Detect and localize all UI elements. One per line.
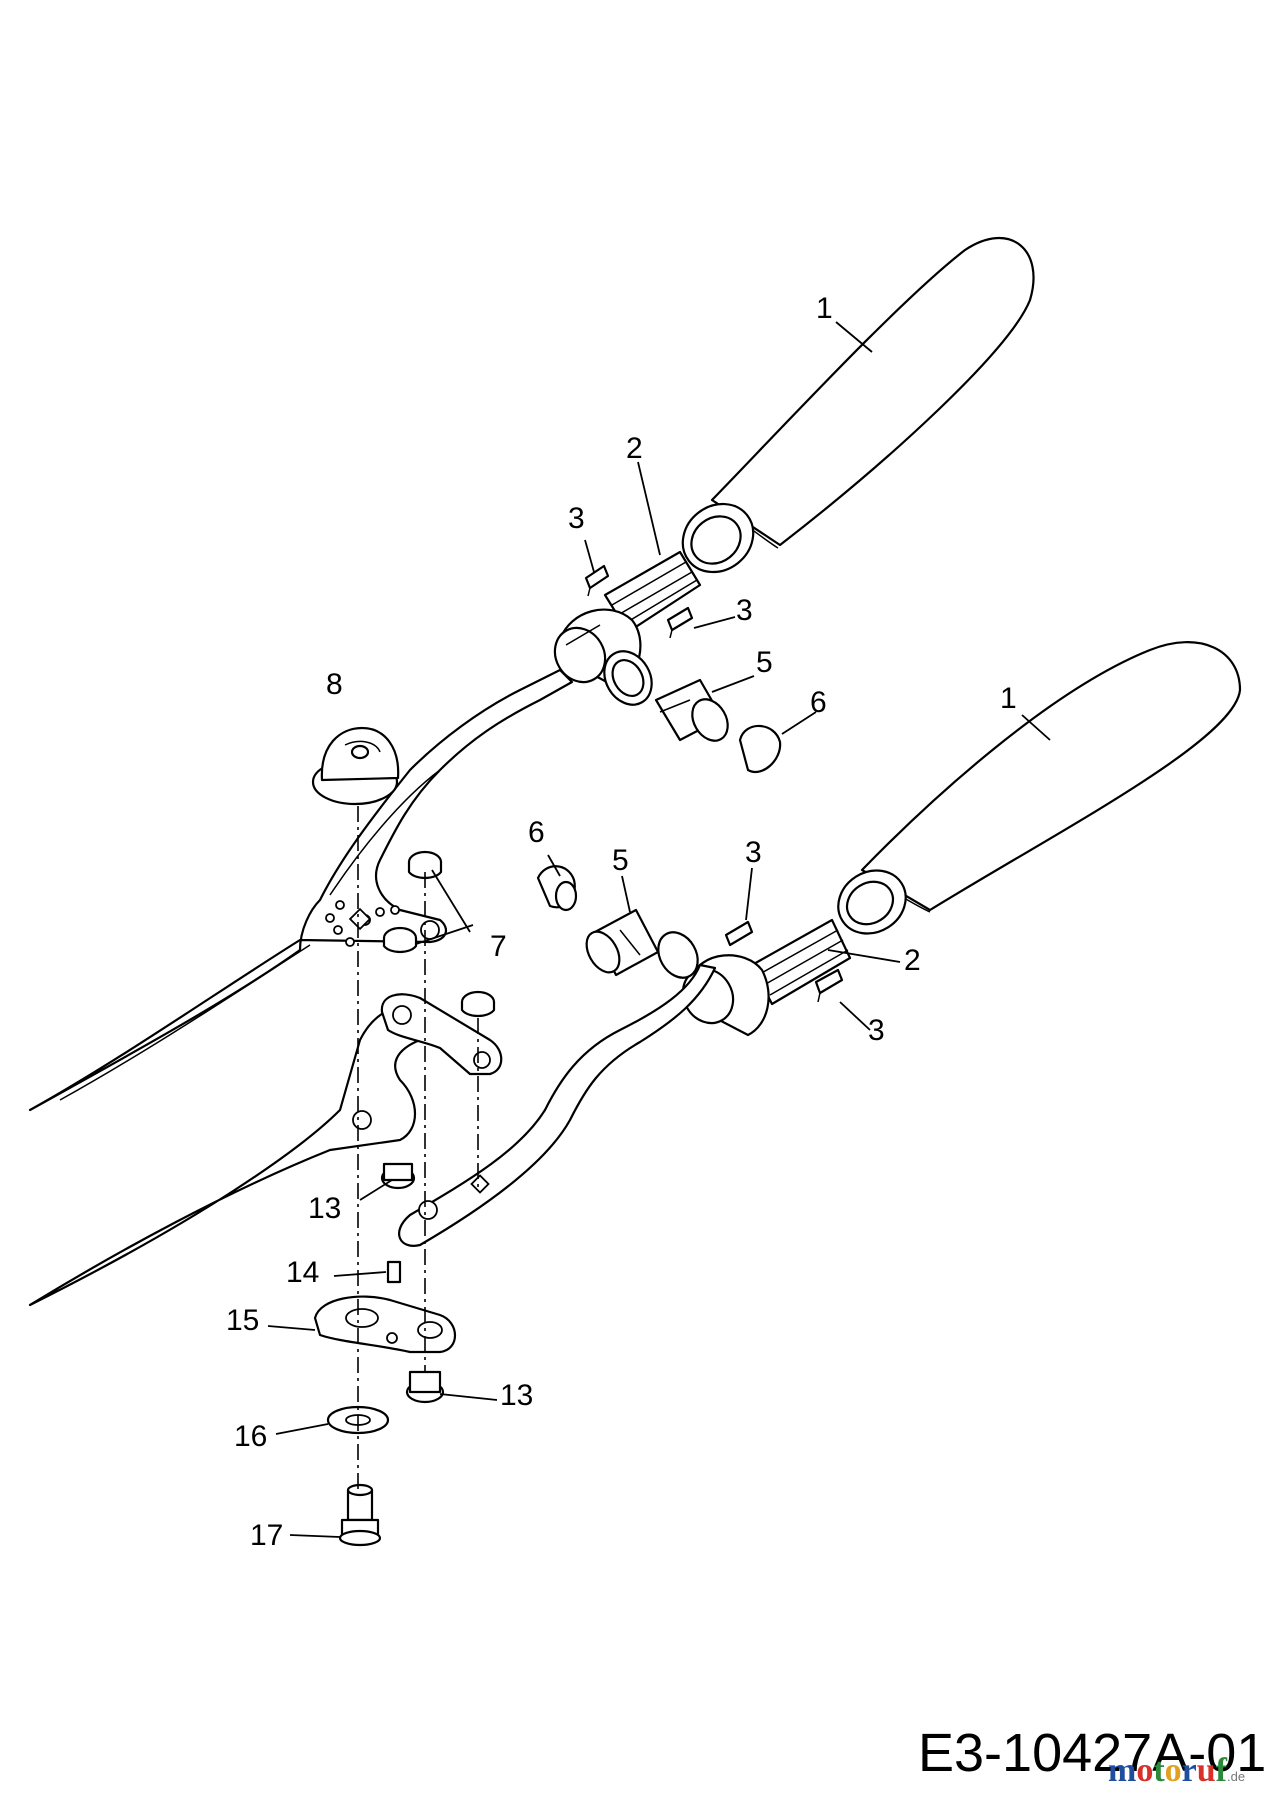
callout-5-lower: 5 bbox=[612, 844, 629, 877]
end-cap-upper bbox=[738, 724, 782, 773]
drawing-code: E3-10427A-01 bbox=[918, 1723, 1267, 1783]
screw-middle bbox=[382, 926, 418, 954]
callout-14: 14 bbox=[286, 1256, 319, 1289]
callout-6-upper: 6 bbox=[810, 686, 827, 719]
watermark-logo: motoruf.de bbox=[1108, 1752, 1245, 1790]
leader-lines bbox=[267, 321, 1051, 1538]
callout-5-upper: 5 bbox=[756, 646, 773, 679]
pin bbox=[386, 1260, 402, 1284]
callout-3-lower-top: 3 bbox=[745, 836, 762, 869]
screw-side bbox=[460, 990, 496, 1018]
nut-lower bbox=[405, 1370, 445, 1404]
callout-15: 15 bbox=[226, 1304, 259, 1337]
retaining-clip-lower-top bbox=[724, 920, 754, 947]
callout-1-lower: 1 bbox=[1000, 682, 1017, 715]
watermark-letter: m bbox=[1108, 1752, 1137, 1789]
watermark-letter: f bbox=[1215, 1752, 1227, 1789]
nut-upper bbox=[380, 1162, 416, 1190]
upper-blade-arm bbox=[28, 668, 574, 1112]
handle-upper-ferrule bbox=[681, 502, 755, 574]
sleeve-lower bbox=[585, 908, 660, 977]
assembly-centre-lines bbox=[357, 806, 479, 1490]
watermark-suffix: .de bbox=[1227, 1769, 1246, 1784]
retaining-clip-lower-bottom bbox=[814, 968, 844, 1003]
callout-3-lower-bottom: 3 bbox=[868, 1014, 885, 1047]
callout-1-upper: 1 bbox=[816, 292, 833, 325]
lower-blade-arm bbox=[28, 1005, 437, 1307]
callout-7: 7 bbox=[490, 930, 507, 963]
pivot-bolt bbox=[338, 1483, 382, 1547]
watermark-letter: u bbox=[1196, 1752, 1216, 1789]
watermark-letter: o bbox=[1164, 1752, 1182, 1789]
watermark-letter: t bbox=[1153, 1752, 1165, 1789]
sleeve-upper bbox=[654, 678, 729, 742]
watermark-letter: o bbox=[1136, 1752, 1154, 1789]
lower-handle-arm bbox=[398, 963, 717, 1247]
handle-upper bbox=[710, 237, 1035, 549]
bottom-plate bbox=[313, 1295, 456, 1354]
callout-2-upper: 2 bbox=[626, 432, 643, 465]
callout-16: 16 bbox=[234, 1420, 267, 1453]
callout-6-lower: 6 bbox=[528, 816, 545, 849]
handle-adapter-lower bbox=[750, 918, 852, 1006]
callout-3-upper-left: 3 bbox=[568, 502, 585, 535]
handle-lower-ferrule bbox=[837, 869, 907, 935]
link-plate bbox=[380, 993, 503, 1076]
watermark-letter: r bbox=[1181, 1752, 1197, 1789]
callout-17: 17 bbox=[250, 1519, 283, 1552]
callout-8: 8 bbox=[326, 668, 343, 701]
adjustment-knob bbox=[311, 726, 400, 806]
callout-13-lower: 13 bbox=[500, 1379, 533, 1412]
callout-3-upper-right: 3 bbox=[736, 594, 753, 627]
callout-labels: 1 1 2 2 3 3 3 3 5 5 6 6 7 8 13 13 14 15 … bbox=[226, 292, 1017, 1552]
end-cap-lower bbox=[536, 865, 578, 912]
watermark-text: motoruf bbox=[1108, 1752, 1227, 1789]
callout-2-lower: 2 bbox=[904, 944, 921, 977]
adapter-ring-lower bbox=[657, 931, 699, 979]
handle-lower bbox=[860, 641, 1242, 913]
adapter-ring-upper bbox=[603, 650, 653, 706]
retaining-clip-upper-left bbox=[584, 564, 610, 597]
callout-13-upper: 13 bbox=[308, 1192, 341, 1225]
retaining-clip-upper-right bbox=[666, 606, 694, 639]
